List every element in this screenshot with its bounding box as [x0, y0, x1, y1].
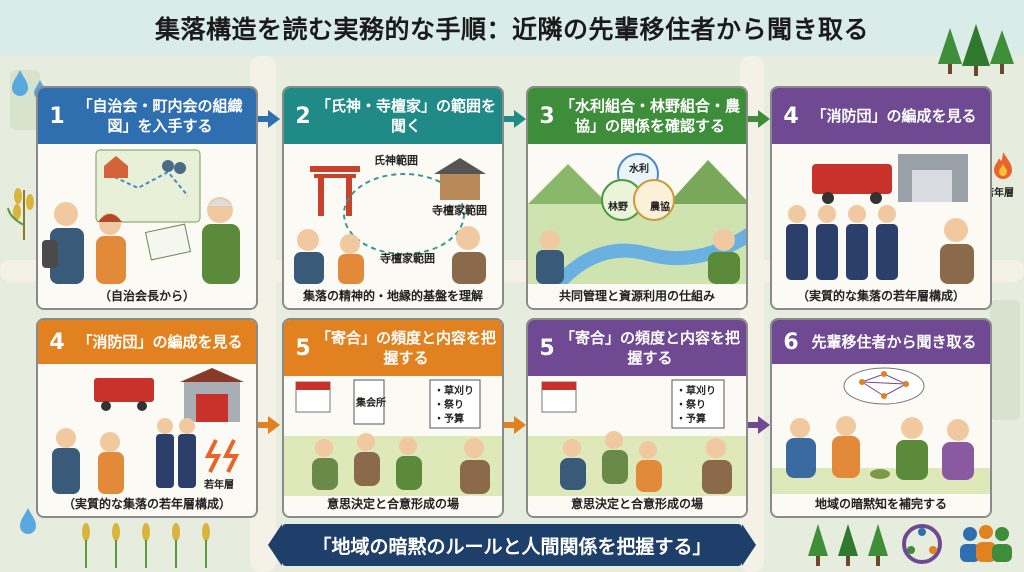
step-caption: 共同管理と資源利用の仕組み [558, 289, 715, 303]
flow-arrow-head [514, 110, 526, 128]
elder-interview-icon [772, 367, 990, 494]
flow-arrow-head [268, 110, 280, 128]
step-illustration: （実質的な集落の若年層構成） [772, 144, 990, 308]
step-illustration: 集会所 ・草刈り ・祭り ・予算 意思決定と合意形成の場 [284, 376, 502, 516]
village-meeting-icon: ・草刈り ・祭り ・予算 [528, 379, 746, 496]
step-caption: （実質的な集落の若年層構成） [796, 289, 965, 303]
flow-arrow [504, 422, 516, 428]
step-illustration: ・草刈り ・祭り ・予算 意思決定と合意形成の場 [528, 376, 746, 516]
step-illustration: 氏神範囲 寺檀家範囲 寺檀家範囲 集落の精神的・地縁的基盤を理解 [284, 144, 502, 308]
step-number: 4 [49, 329, 65, 355]
flow-arrow-head [514, 416, 526, 434]
step-title: 「自治会・町内会の組織図」を入手する [77, 97, 243, 135]
agenda-item-3: ・予算 [434, 412, 464, 425]
flow-arrow [258, 422, 270, 428]
step-header: 5 「寄合」の頻度と内容を把握する [528, 320, 746, 376]
rice-plant-icon [82, 523, 210, 568]
people-icon [960, 525, 1012, 562]
fire-brigade-icon [786, 154, 974, 284]
step-caption: 意思決定と合意形成の場 [570, 497, 703, 511]
step-caption: 意思決定と合意形成の場 [326, 497, 459, 511]
agenda-item-2: ・祭り [676, 398, 706, 411]
flow-arrow [748, 116, 760, 122]
step-title: 「水利組合・林野組合・農協」の関係を確認する [560, 97, 741, 135]
cooperative-relation-icon: 水利 林野 農協 [528, 153, 746, 284]
step-caption: （自治会長から） [98, 289, 195, 303]
flow-arrow-head [268, 416, 280, 434]
shrine-temple-map-icon: 氏神範囲 寺檀家範囲 寺檀家範囲 [294, 153, 487, 284]
step-card-2: 2 「氏神・寺檀家」の範囲を聞く 氏神範囲 寺檀家範囲 寺檀家範囲 集落の精神的… [282, 86, 504, 310]
temple-range-label-2: 寺檀家範囲 [380, 251, 435, 265]
tree-icon [808, 524, 888, 566]
rice-plant-icon [7, 188, 34, 240]
step-caption: （実質的な集落の若年層構成） [62, 497, 231, 511]
step-number: 4 [783, 103, 799, 129]
community-icon [902, 524, 942, 564]
step-header: 5 「寄合」の頻度と内容を把握する [284, 320, 502, 376]
agenda-item-1: ・草刈り [676, 384, 716, 397]
flow-arrow [504, 116, 516, 122]
step-number: 3 [539, 103, 555, 129]
step-header: 1 「自治会・町内会の組織図」を入手する [38, 88, 256, 144]
shrine-range-label: 氏神範囲 [374, 153, 418, 167]
agenda-item-2: ・祭り [434, 398, 464, 411]
step-number: 5 [295, 335, 311, 361]
step-header: 3 「水利組合・林野組合・農協」の関係を確認する [528, 88, 746, 144]
step-illustration: （自治会長から） [38, 144, 256, 308]
step-illustration: 地域の暗黙知を補完する [772, 364, 990, 516]
step-number: 2 [295, 103, 311, 129]
young-label: 若年層 [203, 478, 234, 491]
step-title: 「寄合」の頻度と内容を把握する [560, 329, 741, 367]
fire-icon [994, 152, 1012, 179]
step-header: 4 「消防団」の編成を見る [38, 320, 256, 364]
forest-label: 林野 [608, 200, 628, 213]
coop-label: 農協 [650, 200, 670, 213]
step-card-1: 1 「自治会・町内会の組織図」を入手する （自治会長から） [36, 86, 258, 310]
agenda-item-1: ・草刈り [434, 384, 474, 397]
step-card-3: 3 「水利組合・林野組合・農協」の関係を確認する 水利 林野 農協 共同管理と資… [526, 86, 748, 310]
summary-banner: 「地域の暗黙のルールと人間関係を把握する」 [268, 524, 756, 566]
fire-station-icon: 若年層 [52, 368, 244, 494]
water-label: 水利 [628, 162, 649, 175]
step-card-6: 6 先輩移住者から聞き取る 地域の暗黙知を補完する [770, 318, 992, 518]
step-card-5-meeting-2: 5 「寄合」の頻度と内容を把握する ・草刈り ・祭り ・予算 意思決定と合意形成… [526, 318, 748, 518]
step-caption: 地域の暗黙知を補完する [814, 497, 947, 511]
step-header: 4 「消防団」の編成を見る [772, 88, 990, 144]
flow-arrow [258, 116, 270, 122]
step-title: 「消防団」の編成を見る [811, 107, 977, 125]
step-card-5-meeting: 5 「寄合」の頻度と内容を把握する 集会所 ・草刈り ・祭り ・予算 意思決定と… [282, 318, 504, 518]
step-number: 1 [49, 103, 65, 129]
temple-range-label-1: 寺檀家範囲 [432, 203, 487, 217]
flow-arrow-head [758, 416, 770, 434]
flow-arrow-head [758, 110, 770, 128]
step-title: 「消防団」の編成を見る [77, 333, 243, 351]
map-block [990, 300, 1020, 420]
flow-arrow [748, 422, 760, 428]
step-header: 2 「氏神・寺檀家」の範囲を聞く [284, 88, 502, 144]
step-title: 「寄合」の頻度と内容を把握する [316, 329, 497, 367]
step-header: 6 先輩移住者から聞き取る [772, 320, 990, 364]
step-title: 「氏神・寺檀家」の範囲を聞く [316, 97, 497, 135]
step-number: 5 [539, 335, 555, 361]
side-label-young: 若年層 [984, 188, 1014, 199]
village-meeting-icon: 集会所 ・草刈り ・祭り ・予算 [284, 379, 502, 496]
hall-sign: 集会所 [355, 396, 386, 409]
step-caption: 集落の精神的・地縁的基盤を理解 [302, 289, 483, 303]
step-card-4-fire-brigade: 4 「消防団」の編成を見る （実質的な集落の若年層構成） [770, 86, 992, 310]
tree-icon [938, 24, 1014, 76]
step-title: 先輩移住者から聞き取る [811, 333, 977, 351]
step-number: 6 [783, 329, 799, 355]
step-card-4-fire-brigade-2: 4 「消防団」の編成を見る 若年層 （実質的な集落の若年層構成） [36, 318, 258, 518]
page-title: 集落構造を読む実務的な手順：近隣の先輩移住者から聞き取る [154, 15, 869, 44]
water-drop-icon [20, 508, 36, 534]
org-chart-meeting-icon [42, 149, 240, 284]
title-band: 集落構造を読む実務的な手順：近隣の先輩移住者から聞き取る [0, 0, 1024, 56]
step-illustration: 若年層 （実質的な集落の若年層構成） [38, 364, 256, 516]
agenda-item-3: ・予算 [676, 412, 706, 425]
step-illustration: 水利 林野 農協 共同管理と資源利用の仕組み [528, 144, 746, 308]
